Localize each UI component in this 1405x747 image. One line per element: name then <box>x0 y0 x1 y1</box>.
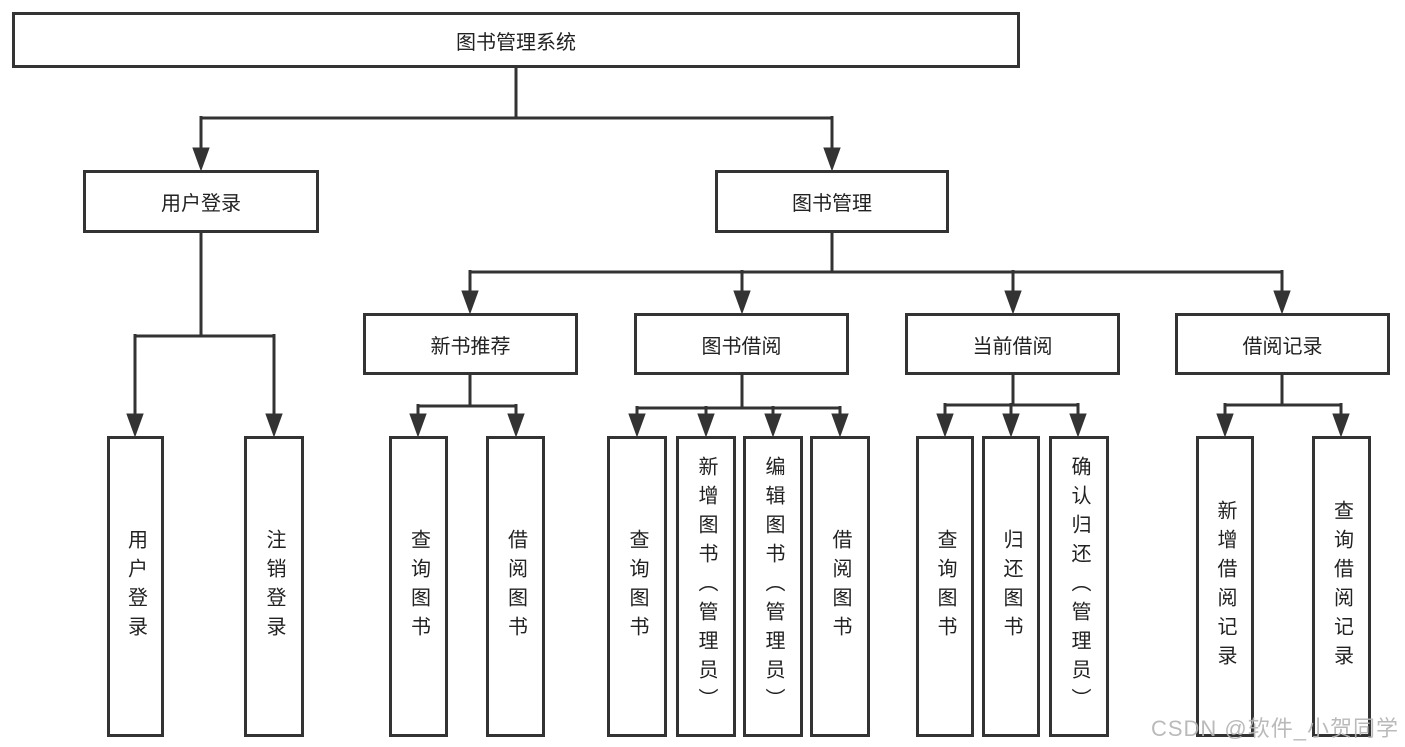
leaf-label: 查询图书 <box>626 528 648 645</box>
node-library-system: 图书管理系统 <box>12 12 1020 68</box>
leaf-confirm-return-admin: 确认归还（管理员） <box>1049 436 1109 737</box>
leaf-label: 查询借阅记录 <box>1330 499 1353 674</box>
arrow-down-icon <box>628 413 646 438</box>
leaf-query-borrow-record: 查询借阅记录 <box>1312 436 1371 737</box>
node-user-login: 用户登录 <box>83 170 319 233</box>
arrow-down-icon <box>1216 413 1234 438</box>
arrow-down-icon <box>461 290 479 315</box>
arrow-down-icon <box>507 413 525 438</box>
node-current-borrow: 当前借阅 <box>905 313 1120 375</box>
node-book-borrow: 图书借阅 <box>634 313 849 375</box>
node-borrow-records: 借阅记录 <box>1175 313 1390 375</box>
leaf-add-book-admin: 新增图书（管理员） <box>676 436 736 737</box>
leaf-label: 注销登录 <box>263 528 285 645</box>
node-label: 借阅记录 <box>1242 335 1323 358</box>
leaf-logout: 注销登录 <box>244 436 304 737</box>
leaf-borrow-books: 借阅图书 <box>810 436 870 737</box>
arrow-down-icon <box>764 413 782 438</box>
csdn-watermark: CSDN @软件_小贺同学 <box>1150 716 1399 741</box>
node-book-management: 图书管理 <box>715 170 949 233</box>
leaf-borrow-books-recommend: 借阅图书 <box>486 436 545 737</box>
leaf-add-borrow-record: 新增借阅记录 <box>1196 436 1254 737</box>
arrow-down-icon <box>1004 290 1022 315</box>
arrow-down-icon <box>1069 413 1087 438</box>
leaf-label: 编辑图书（管理员） <box>762 456 784 717</box>
arrow-down-icon <box>1273 290 1291 315</box>
arrow-down-icon <box>409 413 427 438</box>
node-label: 图书管理系统 <box>456 31 576 54</box>
node-new-book-recommend: 新书推荐 <box>363 313 578 375</box>
leaf-query-books-borrow: 查询图书 <box>607 436 667 737</box>
node-label: 用户登录 <box>161 193 241 215</box>
node-label: 图书借阅 <box>701 335 782 358</box>
leaf-label: 查询图书 <box>934 528 956 645</box>
leaf-return-books: 归还图书 <box>982 436 1040 737</box>
leaf-user-login: 用户登录 <box>107 436 164 737</box>
leaf-label: 查询图书 <box>407 528 430 645</box>
arrow-down-icon <box>733 290 751 315</box>
leaf-label: 用户登录 <box>124 528 147 645</box>
leaf-query-books-recommend: 查询图书 <box>389 436 448 737</box>
leaf-query-books-current: 查询图书 <box>916 436 974 737</box>
node-label: 当前借阅 <box>972 335 1053 358</box>
arrow-down-icon <box>192 147 210 172</box>
arrow-down-icon <box>126 413 144 438</box>
arrow-down-icon <box>1332 413 1350 438</box>
leaf-label: 新增图书（管理员） <box>695 456 717 717</box>
node-label: 图书管理 <box>792 193 872 215</box>
arrow-down-icon <box>265 413 283 438</box>
arrow-down-icon <box>936 413 954 438</box>
leaf-label: 新增借阅记录 <box>1214 499 1236 674</box>
arrow-down-icon <box>1002 413 1020 438</box>
leaf-label: 借阅图书 <box>504 528 527 645</box>
arrow-down-icon <box>831 413 849 438</box>
leaf-label: 确认归还（管理员） <box>1068 456 1090 717</box>
arrow-down-icon <box>823 147 841 172</box>
node-label: 新书推荐 <box>430 335 511 358</box>
leaf-label: 归还图书 <box>1000 528 1022 645</box>
leaf-label: 借阅图书 <box>829 528 851 645</box>
leaf-edit-book-admin: 编辑图书（管理员） <box>743 436 803 737</box>
arrow-down-icon <box>697 413 715 438</box>
